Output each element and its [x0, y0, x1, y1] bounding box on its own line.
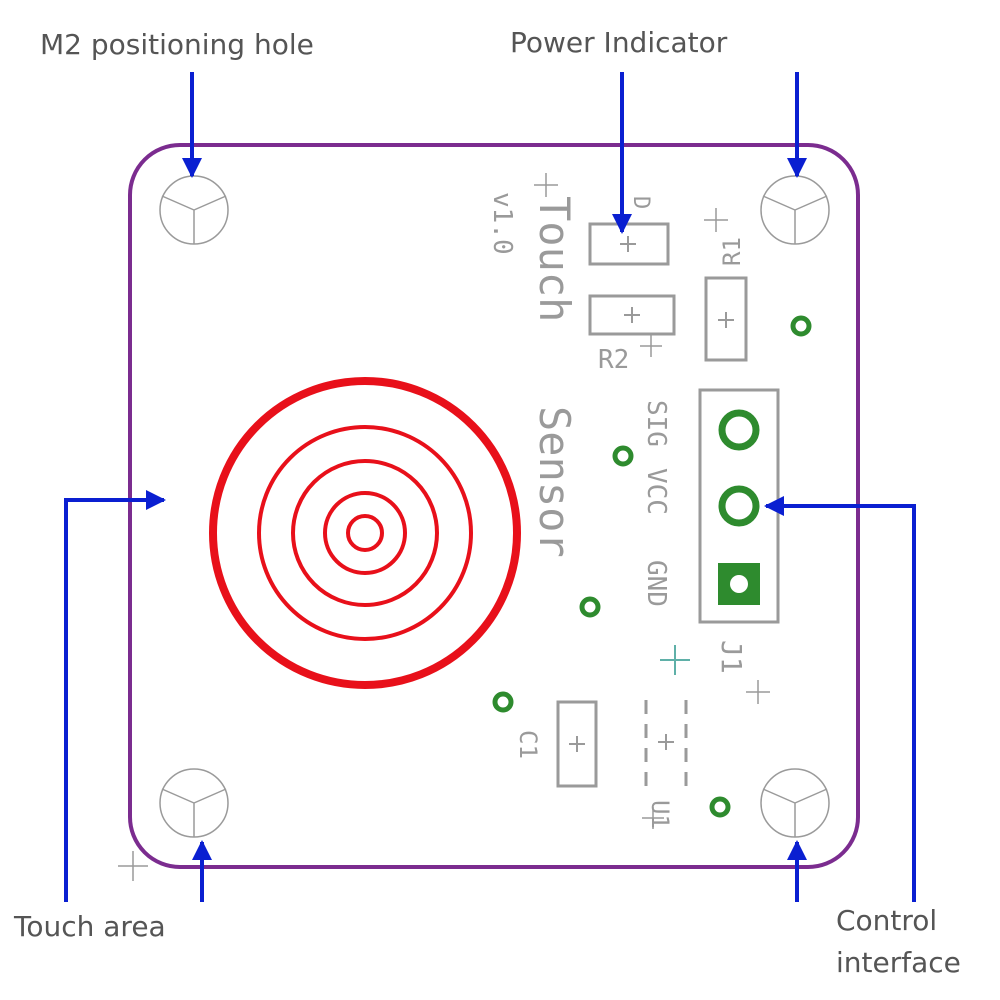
- pin-sig-pad: [718, 409, 760, 451]
- pin-label-vcc: VCC: [641, 468, 671, 515]
- vias: [492, 315, 812, 818]
- silkscreen-crosses: [118, 173, 770, 881]
- callout-control-interface-line1: Control: [836, 904, 938, 937]
- touch-pad: [209, 377, 521, 689]
- callout-power-indicator: Power Indicator: [510, 26, 728, 59]
- callout-positioning-hole: M2 positioning hole: [40, 28, 314, 61]
- board-title-line1: Touch: [530, 196, 579, 322]
- arrow-control-interface: [764, 496, 916, 902]
- u1-label: U1: [646, 800, 674, 829]
- pin-label-sig: SIG: [641, 400, 671, 447]
- resistor-r2: [588, 294, 676, 336]
- j1-label: J1: [715, 640, 748, 674]
- r1-label: R1: [718, 237, 746, 266]
- pin-label-gnd: GND: [641, 560, 671, 607]
- board-title-line2: Sensor: [530, 406, 579, 558]
- callout-control-interface-line2: interface: [836, 946, 961, 979]
- teal-cross: [660, 645, 690, 675]
- mounting-hole-top-left: [159, 175, 229, 245]
- c1-label: C1: [514, 730, 542, 759]
- chip-u1: [644, 700, 688, 786]
- led-component: [588, 222, 670, 266]
- pin-vcc-pad: [718, 485, 760, 527]
- board-title: Touch Sensor: [530, 196, 579, 558]
- r2-label: R2: [598, 345, 629, 375]
- version-label: v1.0: [487, 192, 517, 255]
- pin-labels: SIG VCC GND: [641, 400, 671, 607]
- capacitor-c1: [556, 700, 598, 788]
- resistor-r1: [704, 276, 748, 362]
- mounting-hole-bottom-right: [760, 768, 830, 838]
- arrow-touch-area: [64, 490, 166, 902]
- led-label: D: [628, 196, 653, 209]
- annotation-arrows: [64, 72, 916, 902]
- callout-touch-area: Touch area: [14, 910, 166, 943]
- mounting-hole-top-right: [760, 175, 830, 245]
- mounting-hole-bottom-left: [159, 768, 229, 838]
